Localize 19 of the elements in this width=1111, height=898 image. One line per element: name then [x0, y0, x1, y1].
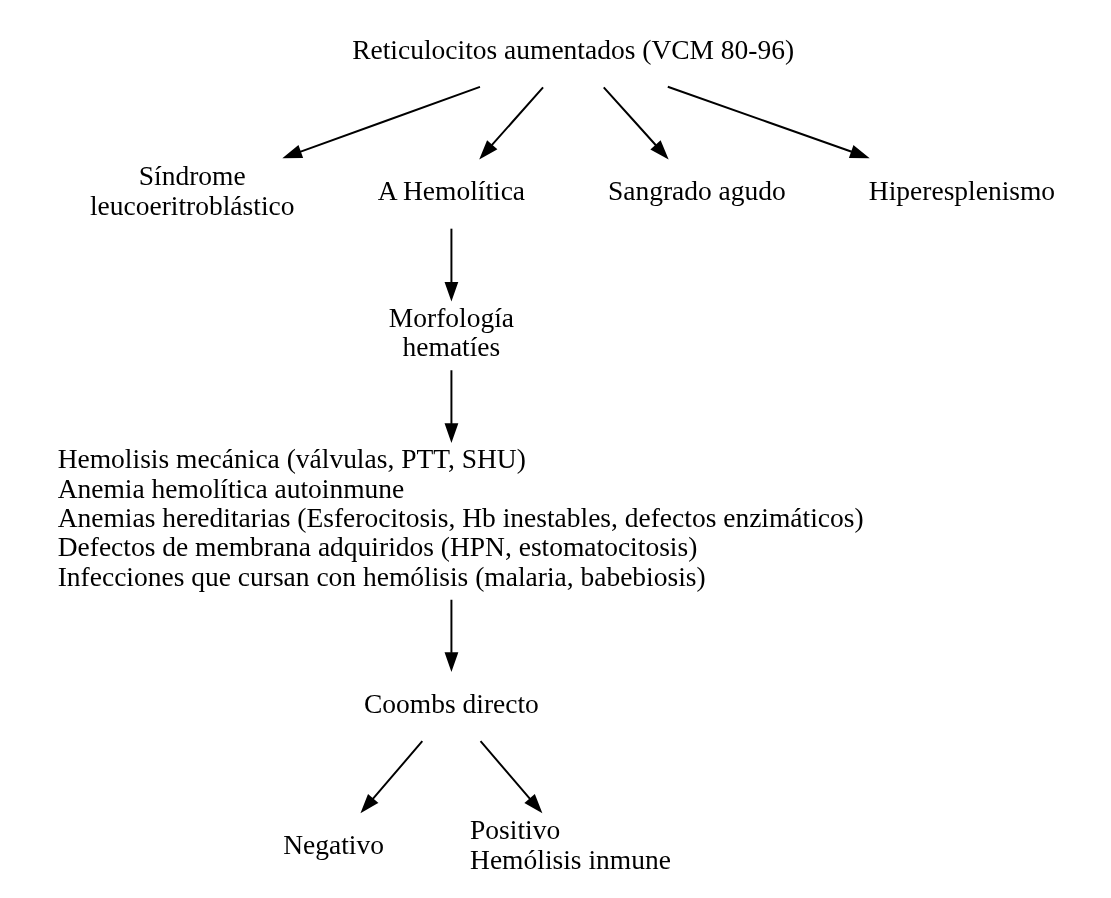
arrow [479, 740, 543, 814]
node-text: Coombs directo [364, 688, 539, 719]
arrow [666, 85, 870, 159]
arrow [479, 86, 545, 160]
arrow [360, 740, 424, 814]
node-text: Morfología hematíes [388, 302, 515, 363]
node-text: Hiperesplenismo [868, 176, 1056, 207]
node-text: Síndrome leucoeritroblástico [89, 161, 295, 221]
arrow [444, 227, 459, 302]
node-text: Reticulocitos aumentados (VCM 80-96) [352, 34, 795, 65]
arrow [444, 369, 459, 443]
arrow [602, 86, 669, 160]
node-text: A Hemolítica [377, 176, 526, 207]
node-text: Positivo Hemólisis inmune [470, 815, 671, 875]
arrow [444, 598, 459, 672]
node-text: Hemolisis mecánica (válvulas, PTT, SHU) Anemia hemolítica autoinmune Anemias hereditarias (Esferocitosis, Hb inestables, defectos enzimáticos) Defectos de membrana adquiridos (HPN, estomatocitosis) Infecciones que cursan con hemólisis (malaria, babebiosis) [57, 444, 864, 592]
arrow [282, 85, 481, 159]
node-text: Sangrado agudo [607, 176, 786, 207]
node-text: Negativo [283, 829, 384, 860]
